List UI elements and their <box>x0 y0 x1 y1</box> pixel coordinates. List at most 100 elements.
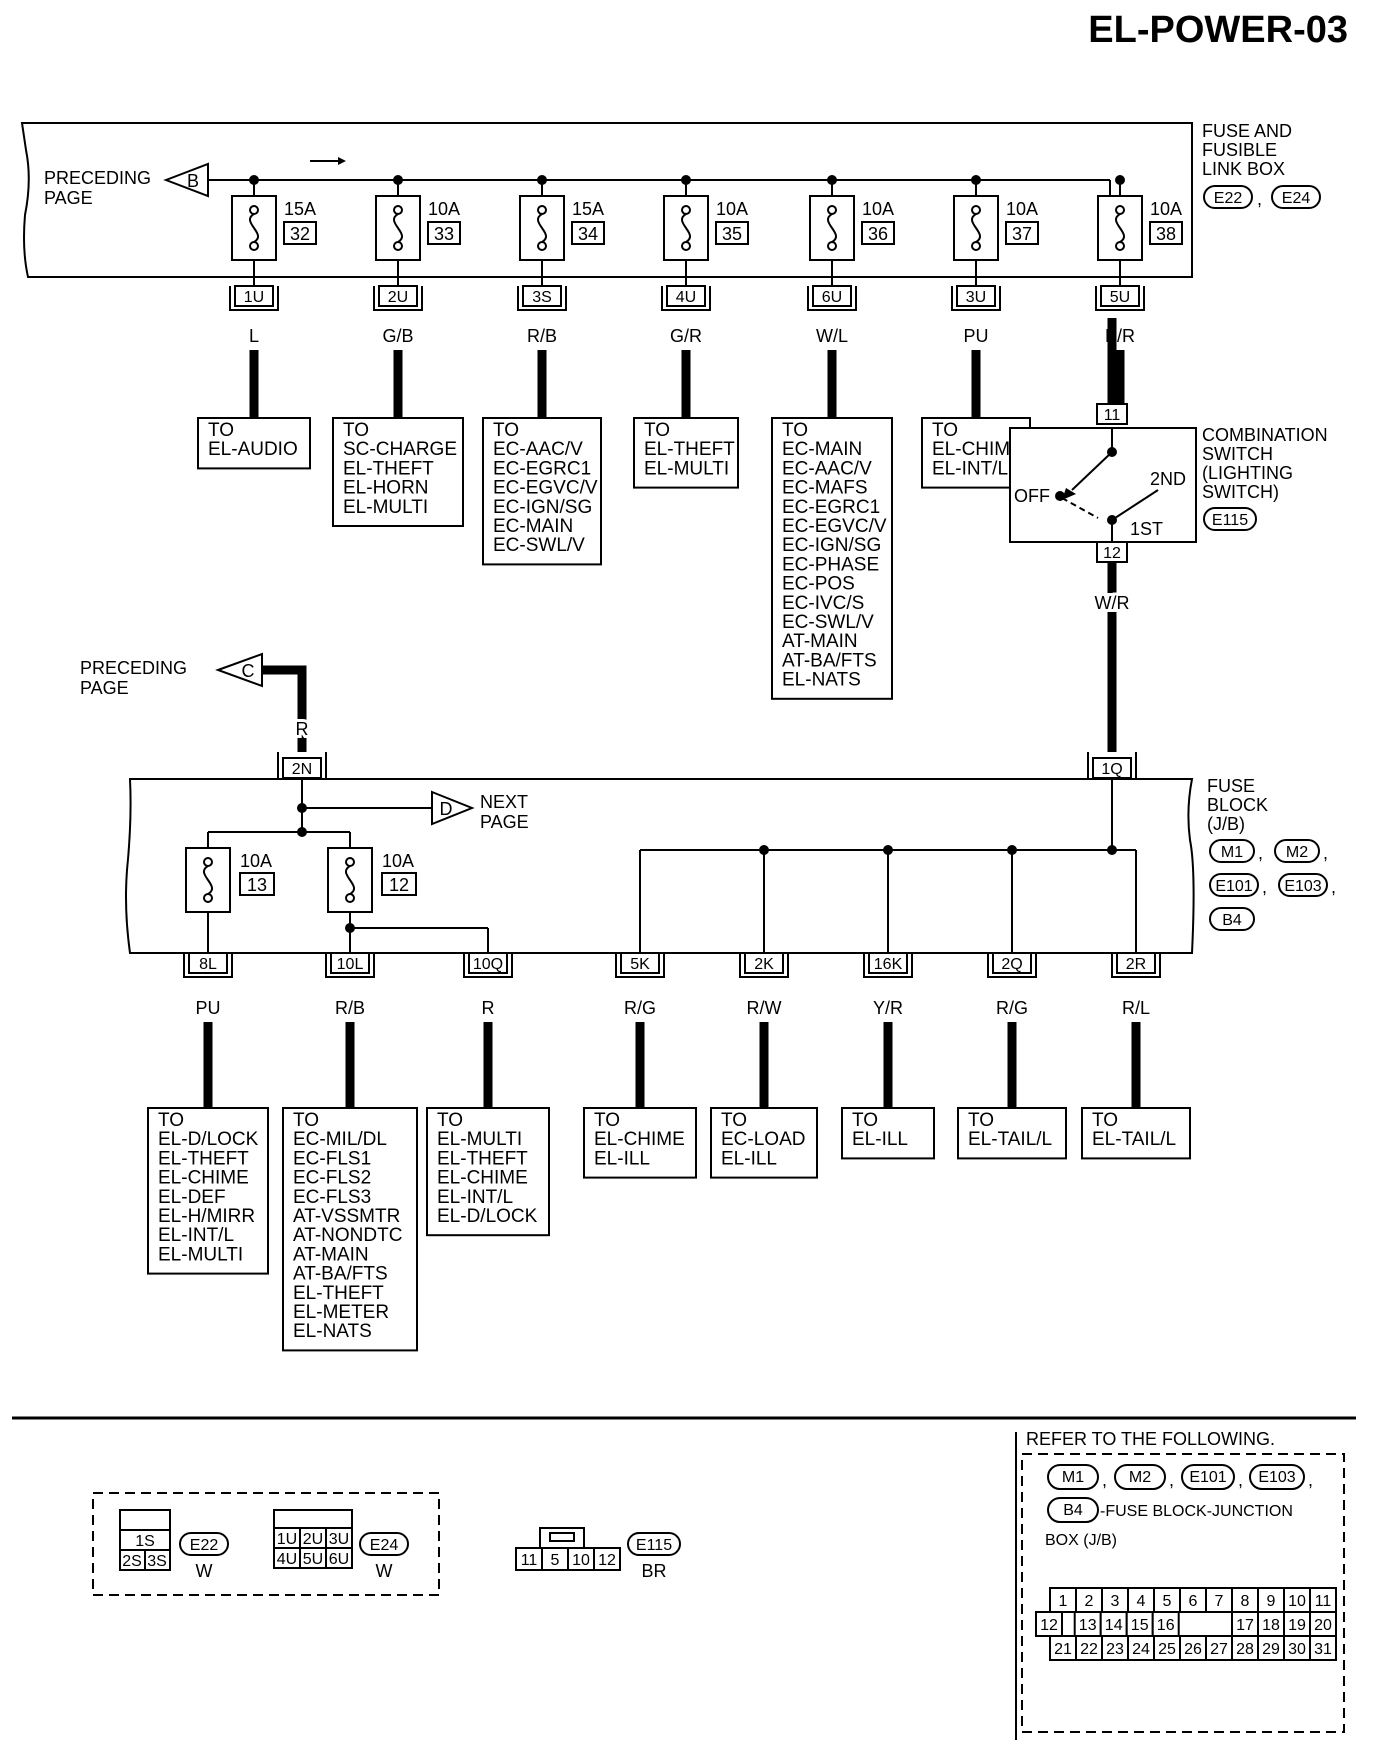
connector-view-e24: 1U 2U 3U 4U 5U 6U E24 W <box>273 1509 409 1581</box>
svg-text:(J/B): (J/B) <box>1207 814 1245 834</box>
wire-color: R/G <box>624 998 656 1018</box>
svg-text:EL-METER: EL-METER <box>293 1302 389 1323</box>
fuse-37 <box>953 195 999 261</box>
connector-badge-e22: E22 <box>1203 185 1253 209</box>
svg-text:EL-D/LOCK: EL-D/LOCK <box>158 1129 259 1150</box>
connector-1q: 1Q <box>1087 752 1137 780</box>
connector-badge-e103 <box>1278 873 1328 897</box>
fuse-link-box-outline <box>20 122 1193 278</box>
preceding-label: PRECEDING <box>44 168 151 188</box>
svg-text:11: 11 <box>1104 407 1121 424</box>
svg-text:EC-SWL/V: EC-SWL/V <box>493 535 585 556</box>
refer-box <box>1021 1453 1345 1733</box>
svg-text:EC-MAIN: EC-MAIN <box>493 516 573 537</box>
svg-text:PRECEDING: PRECEDING <box>80 658 187 678</box>
destination-box: TOEL-MULTIEL-THEFTEL-CHIMEEL-INT/LEL-D/L… <box>426 1107 550 1237</box>
fuse-link-box-label: FUSE AND <box>1202 121 1292 141</box>
svg-text:E101: E101 <box>1189 1469 1226 1486</box>
connector-badge-b4 <box>1209 907 1255 931</box>
svg-text:W: W <box>196 1561 213 1581</box>
svg-text:,: , <box>1262 877 1267 897</box>
svg-text:15: 15 <box>1131 1617 1149 1634</box>
svg-text:21: 21 <box>1054 1641 1072 1658</box>
svg-text:10: 10 <box>572 1552 590 1569</box>
svg-text:E103: E103 <box>1258 1469 1295 1486</box>
connector-2r: 2R <box>1111 952 1161 978</box>
svg-text:E101: E101 <box>1215 878 1252 895</box>
connector-view-e22: 1S 2S 3S E22 W <box>119 1509 229 1581</box>
svg-text:1U: 1U <box>277 1531 297 1548</box>
svg-text:E115: E115 <box>636 1537 672 1554</box>
svg-text:5: 5 <box>551 1552 560 1569</box>
svg-text:EC-IGN/SG: EC-IGN/SG <box>493 497 592 518</box>
fuse-rating: 10A <box>862 199 894 219</box>
svg-text:EC-IGN/SG: EC-IGN/SG <box>782 535 881 556</box>
svg-text:,: , <box>1331 877 1336 897</box>
connector-2n: 2N <box>277 752 327 780</box>
svg-text:16K: 16K <box>874 956 903 973</box>
svg-text:,: , <box>1308 1470 1313 1490</box>
svg-text:9: 9 <box>1267 1593 1276 1610</box>
connector-16k: 16K <box>863 952 913 978</box>
svg-text:EC-AAC/V: EC-AAC/V <box>782 458 872 479</box>
svg-text:EC-EGRC1: EC-EGRC1 <box>782 497 880 518</box>
svg-text:2S: 2S <box>122 1553 142 1570</box>
svg-text:C: C <box>242 661 255 681</box>
fuse-number-box <box>283 221 317 245</box>
svg-text:B: B <box>187 171 199 191</box>
svg-text:EL-MULTI: EL-MULTI <box>644 458 729 479</box>
svg-text:E22: E22 <box>1214 190 1243 207</box>
svg-text:5U: 5U <box>1110 289 1130 306</box>
svg-text:EC-FLS3: EC-FLS3 <box>293 1187 371 1208</box>
svg-text:8L: 8L <box>199 956 217 973</box>
svg-text:M2: M2 <box>1129 1469 1151 1486</box>
fuse-rating: 10A <box>1006 199 1038 219</box>
svg-text:EC-PHASE: EC-PHASE <box>782 554 879 575</box>
svg-text:EL-INT/L: EL-INT/L <box>437 1187 513 1208</box>
svg-text:EL-ILL: EL-ILL <box>594 1148 650 1169</box>
connector-1u: 1U <box>229 285 279 311</box>
svg-text:6U: 6U <box>822 289 842 306</box>
connector-2k: 2K <box>739 952 789 978</box>
connector-10l: 10L <box>325 952 375 978</box>
svg-text:4U: 4U <box>277 1551 297 1568</box>
svg-text:3: 3 <box>1111 1593 1120 1610</box>
svg-text:EC-AAC/V: EC-AAC/V <box>493 439 583 460</box>
svg-text:TO: TO <box>158 1110 184 1131</box>
svg-text:TO: TO <box>1092 1110 1118 1131</box>
fuse-38 <box>1097 195 1143 261</box>
svg-text:FUSIBLE: FUSIBLE <box>1202 140 1277 160</box>
svg-text:EC-EGVC/V: EC-EGVC/V <box>493 478 598 499</box>
svg-text:5K: 5K <box>630 956 650 973</box>
fuse-number: 32 <box>290 224 310 244</box>
svg-text:W: W <box>376 1561 393 1581</box>
svg-text:AT-BA/FTS: AT-BA/FTS <box>782 650 877 671</box>
fuse-rating: 15A <box>284 199 316 219</box>
svg-text:20: 20 <box>1314 1617 1332 1634</box>
fuse-number: 34 <box>578 224 598 244</box>
fuse-35 <box>663 195 709 261</box>
svg-text:EC-MAFS: EC-MAFS <box>782 478 868 499</box>
fuse-13 <box>185 847 231 913</box>
connector-badge-m2 <box>1274 839 1320 863</box>
svg-text:5: 5 <box>1163 1593 1172 1610</box>
svg-text:EC-IVC/S: EC-IVC/S <box>782 593 864 614</box>
connector-5u: 5U <box>1095 285 1145 311</box>
svg-text:EL-THEFT: EL-THEFT <box>437 1148 528 1169</box>
svg-text:EC-EGVC/V: EC-EGVC/V <box>782 516 887 537</box>
svg-text:EL-INT/L: EL-INT/L <box>158 1225 234 1246</box>
svg-text:EL-HORN: EL-HORN <box>343 478 429 499</box>
fuse-number: 33 <box>434 224 454 244</box>
svg-text:11: 11 <box>1315 1593 1332 1610</box>
svg-text:M2: M2 <box>1286 844 1308 861</box>
svg-text:6U: 6U <box>329 1551 349 1568</box>
fuse-rating: 15A <box>572 199 604 219</box>
svg-text:10Q: 10Q <box>473 956 503 973</box>
